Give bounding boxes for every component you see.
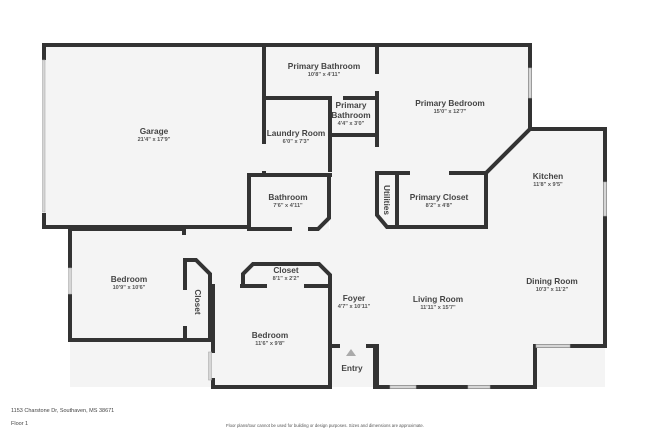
room-dimensions: 4'4" x 3'0" (337, 121, 365, 127)
entry-label: Entry (341, 363, 362, 373)
room-name: Utilities (382, 185, 392, 215)
room-name: Dining Room (526, 276, 578, 286)
room-dimensions: 11'8" x 9'5" (533, 182, 563, 188)
room-name: Primary Bathroom (287, 61, 361, 71)
room-name: Primary Bedroom (415, 98, 485, 108)
room-name: Primary (335, 100, 367, 110)
windows (42, 59, 607, 389)
room-dimensions: 11'6" x 9'8" (255, 341, 285, 347)
room-fills (44, 45, 605, 387)
room-label-primary-closet: Primary Closet 8'2" x 4'8" (410, 192, 469, 210)
room-dimensions: 7'6" x 4'11" (273, 203, 303, 209)
room-name: Garage (139, 126, 169, 136)
room-dimensions: 11'11" x 15'7" (420, 305, 456, 311)
room-name: Bedroom (251, 330, 289, 340)
room-name: Laundry Room (266, 128, 326, 138)
floor-label: Floor 1 (11, 421, 29, 427)
room-name-line2: Bathroom (331, 110, 371, 120)
room-name: Closet (273, 265, 299, 275)
room-name: Foyer (342, 293, 366, 303)
room-label-kitchen: Kitchen 11'8" x 9'5" (533, 171, 563, 189)
room-dimensions: 6'0" x 7'3" (282, 139, 310, 145)
room-name: Living Room (412, 294, 464, 304)
room-dimensions: 10'9" x 10'6" (112, 285, 146, 291)
room-label-dining-room: Dining Room 10'3" x 11'2" (526, 276, 578, 294)
entry-text: Entry (341, 363, 363, 373)
room-dimensions: 21'4" x 17'9" (137, 137, 171, 143)
room-label-primary-bathroom-small: Primary Bathroom 4'4" x 3'0" (331, 100, 370, 128)
room-dimensions: 10'3" x 11'2" (535, 287, 569, 293)
disclaimer-text: Floor plans/tour cannot be used for buil… (225, 423, 425, 428)
room-label-bedroom-left: Bedroom 10'9" x 10'6" (111, 274, 147, 292)
room-name: Primary Closet (409, 192, 469, 202)
room-dimensions: 15'0" x 12'7" (433, 109, 467, 115)
room-name: Closet (193, 289, 203, 315)
room-dimensions: 8'1" x 2'2" (272, 276, 300, 282)
room-label-closet-top: Closet 8'1" x 2'2" (273, 265, 300, 283)
room-label-utilities: Utilities (382, 185, 392, 215)
room-label-bedroom-center: Bedroom 11'6" x 9'8" (252, 330, 288, 348)
room-label-bathroom: Bathroom 7'6" x 4'11" (268, 192, 307, 210)
entry-arrow-icon (346, 349, 356, 356)
room-label-laundry-room: Laundry Room 6'0" x 7'3" (267, 128, 326, 146)
room-dimensions: 4'7" x 10'11" (337, 304, 371, 310)
room-label-living-room: Living Room 11'11" x 15'7" (413, 294, 463, 312)
room-name: Kitchen (532, 171, 564, 181)
room-label-primary-bedroom: Primary Bedroom 15'0" x 12'7" (415, 98, 485, 116)
room-dimensions: 8'2" x 4'8" (425, 203, 453, 209)
room-name: Bathroom (268, 192, 308, 202)
room-name: Bedroom (110, 274, 148, 284)
room-label-foyer: Foyer 4'7" x 10'11" (338, 293, 371, 311)
room-label-garage: Garage 21'4" x 17'9" (138, 126, 171, 144)
room-label-primary-bathroom: Primary Bathroom 10'8" x 4'11" (288, 61, 360, 79)
room-dimensions: 10'8" x 4'11" (307, 72, 341, 78)
address-text: 1153 Charstone Dr, Southaven, MS 38671 (11, 408, 115, 414)
room-label-closet-vertical: Closet (193, 289, 203, 314)
